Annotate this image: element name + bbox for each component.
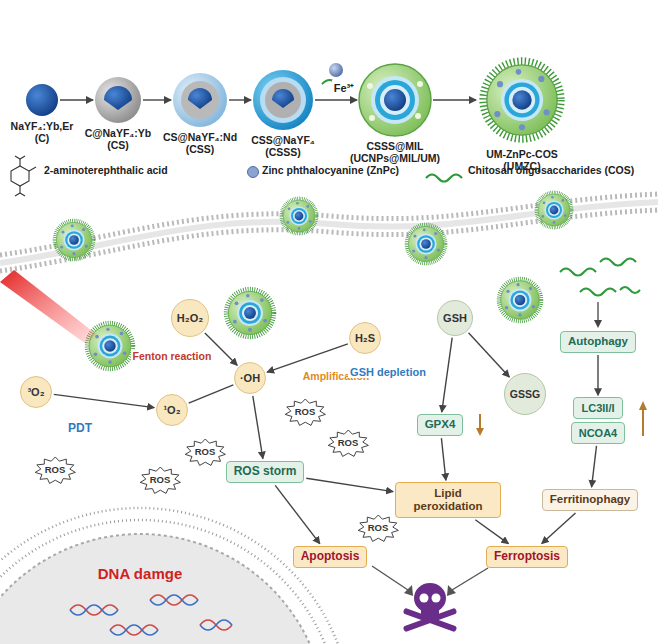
molecule-circle: ·OH — [234, 362, 266, 394]
node-text: Lipid peroxidation — [403, 487, 493, 513]
arrow-connector — [60, 99, 93, 100]
process-box: Ferritinophagy — [542, 489, 639, 511]
arrow-connector — [592, 446, 597, 487]
molecule-circle: GSH — [437, 300, 473, 336]
ros-star: ROS — [357, 514, 400, 543]
arrow-connector — [275, 485, 320, 543]
node-text: GPX4 — [425, 418, 456, 431]
node-text: ROS — [45, 465, 66, 476]
ros-star: ROS — [184, 438, 227, 467]
node-text: CSS@NaYF₄ (CSSS) — [241, 134, 326, 158]
node-text: GSSG — [510, 388, 540, 400]
arrow-connector — [267, 344, 348, 372]
node-text: ROS — [368, 523, 389, 534]
process-box: GPX4 — [417, 414, 464, 436]
ros-star: ROS — [284, 398, 327, 427]
node-text: LC3II/I — [581, 402, 614, 415]
legend-text: Chitosan oligosaccharides (COS) — [468, 164, 634, 176]
particle-node: CS@NaYF₄:Nd (CSS) — [173, 73, 227, 127]
arrow-connector — [469, 333, 510, 377]
node-text: Ferritinophagy — [550, 493, 631, 506]
ros-star: ROS — [327, 429, 370, 458]
node-text: Ferroptosis — [494, 550, 560, 564]
annotation-label: GSH depletion — [348, 366, 428, 378]
node-text: ·OH — [240, 372, 260, 385]
node-text: ROS storm — [234, 465, 297, 479]
node-text: ROS — [150, 475, 171, 486]
particle-node: UM-ZnPc-COS (UMZC) — [478, 56, 566, 144]
node-text: NCOA4 — [579, 427, 618, 440]
ros-star: ROS — [34, 456, 77, 485]
edge-label: Fe³⁺ — [332, 80, 357, 95]
particle-node: CSSS@MIL (UCNPs@MIL/UM) — [359, 64, 431, 136]
arrow-connector — [475, 520, 508, 544]
node-text: C@NaYF₄:Yb (CS) — [78, 127, 158, 151]
annotation-label: Fenton reaction — [131, 350, 214, 362]
node-text: NaYF₄:Yb,Er (C) — [2, 120, 82, 144]
node-text: GSH — [443, 312, 467, 325]
node-text: Apoptosis — [301, 550, 360, 564]
legend-text: 2-aminoterephthalic acid — [44, 164, 168, 176]
arrow-connector — [433, 99, 476, 100]
node-text: ROS — [338, 438, 359, 449]
node-text: DNA damge — [98, 565, 182, 582]
arrow-connector — [441, 438, 446, 480]
arrow-connector — [542, 513, 576, 544]
node-text: CS@NaYF₄:Nd (CSS) — [158, 131, 243, 155]
legend-swatch — [247, 166, 259, 178]
process-box: Apoptosis — [293, 546, 368, 569]
molecule-circle: GSSG — [504, 373, 546, 415]
particle-node: CSS@NaYF₄ (CSSS) — [253, 70, 313, 130]
molecule-circle: ³O₂ — [20, 376, 52, 408]
molecule-circle: ¹O₂ — [156, 394, 188, 426]
molecule-circle: H₂S — [349, 322, 381, 354]
arrow-connector — [253, 396, 263, 459]
node-text: ¹O₂ — [163, 404, 180, 417]
arrow-connector — [54, 394, 154, 407]
node-text: ROS — [195, 447, 216, 458]
process-box: Autophagy — [560, 331, 636, 353]
molecule-circle: H₂O₂ — [171, 299, 209, 337]
node-text: H₂O₂ — [177, 312, 203, 325]
node-text: CSSS@MIL (UCNPs@MIL/UM) — [343, 140, 448, 164]
process-box: Ferroptosis — [486, 546, 568, 569]
process-box: Lipid peroxidation — [395, 482, 501, 517]
particle-node: C@NaYF₄:Yb (CS) — [95, 77, 141, 123]
node-text: ROS — [295, 407, 316, 418]
ros-star: ROS — [139, 466, 182, 495]
legend-text: Zinc phthalocyanine (ZnPc) — [262, 164, 399, 176]
node-text: ³O₂ — [27, 386, 44, 399]
arrow-connector — [189, 385, 234, 403]
arrow-connector — [315, 99, 357, 100]
arrow-connector — [442, 338, 452, 412]
arrow-connector — [143, 99, 171, 100]
node-text: H₂S — [355, 332, 375, 345]
process-box: NCOA4 — [571, 422, 626, 444]
process-box: ROS storm — [226, 461, 305, 484]
node-text: Autophagy — [568, 335, 628, 348]
process-box: LC3II/I — [573, 397, 622, 419]
arrow-connector — [597, 355, 598, 395]
arrow-connector — [229, 99, 251, 100]
nucleus-label: DNA damge — [96, 563, 184, 584]
particle-node: NaYF₄:Yb,Er (C) — [26, 84, 58, 116]
annotation-label: PDT — [66, 421, 94, 435]
arrow-connector — [306, 478, 393, 491]
